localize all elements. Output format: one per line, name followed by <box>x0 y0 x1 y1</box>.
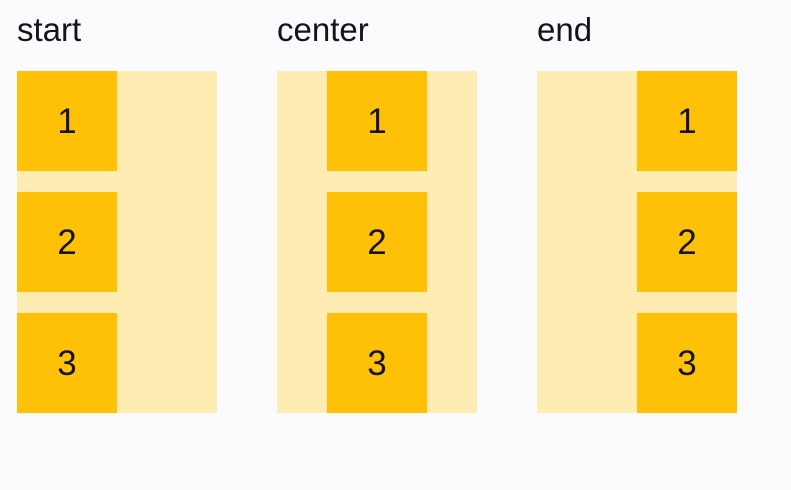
demo-column-center: center 1 2 3 <box>277 10 477 413</box>
demo-container-center: 1 2 3 <box>277 71 477 413</box>
demo-item: 1 <box>327 71 427 171</box>
demo-item: 2 <box>327 192 427 292</box>
demo-item: 3 <box>327 313 427 413</box>
demo-label-start: start <box>17 11 82 48</box>
demo-container-start: 1 2 3 <box>17 71 217 413</box>
demo-item: 3 <box>17 313 117 413</box>
demo-label-center: center <box>277 11 369 48</box>
alignment-demo-page: start 1 2 3 center 1 2 3 end 1 2 3 <box>17 10 737 413</box>
demo-label-end: end <box>537 11 593 48</box>
demo-container-end: 1 2 3 <box>537 71 737 413</box>
demo-item: 1 <box>637 71 737 171</box>
demo-item: 3 <box>637 313 737 413</box>
demo-column-start: start 1 2 3 <box>17 10 217 413</box>
demo-item: 2 <box>637 192 737 292</box>
demo-item: 1 <box>17 71 117 171</box>
demo-item: 2 <box>17 192 117 292</box>
demo-column-end: end 1 2 3 <box>537 10 737 413</box>
